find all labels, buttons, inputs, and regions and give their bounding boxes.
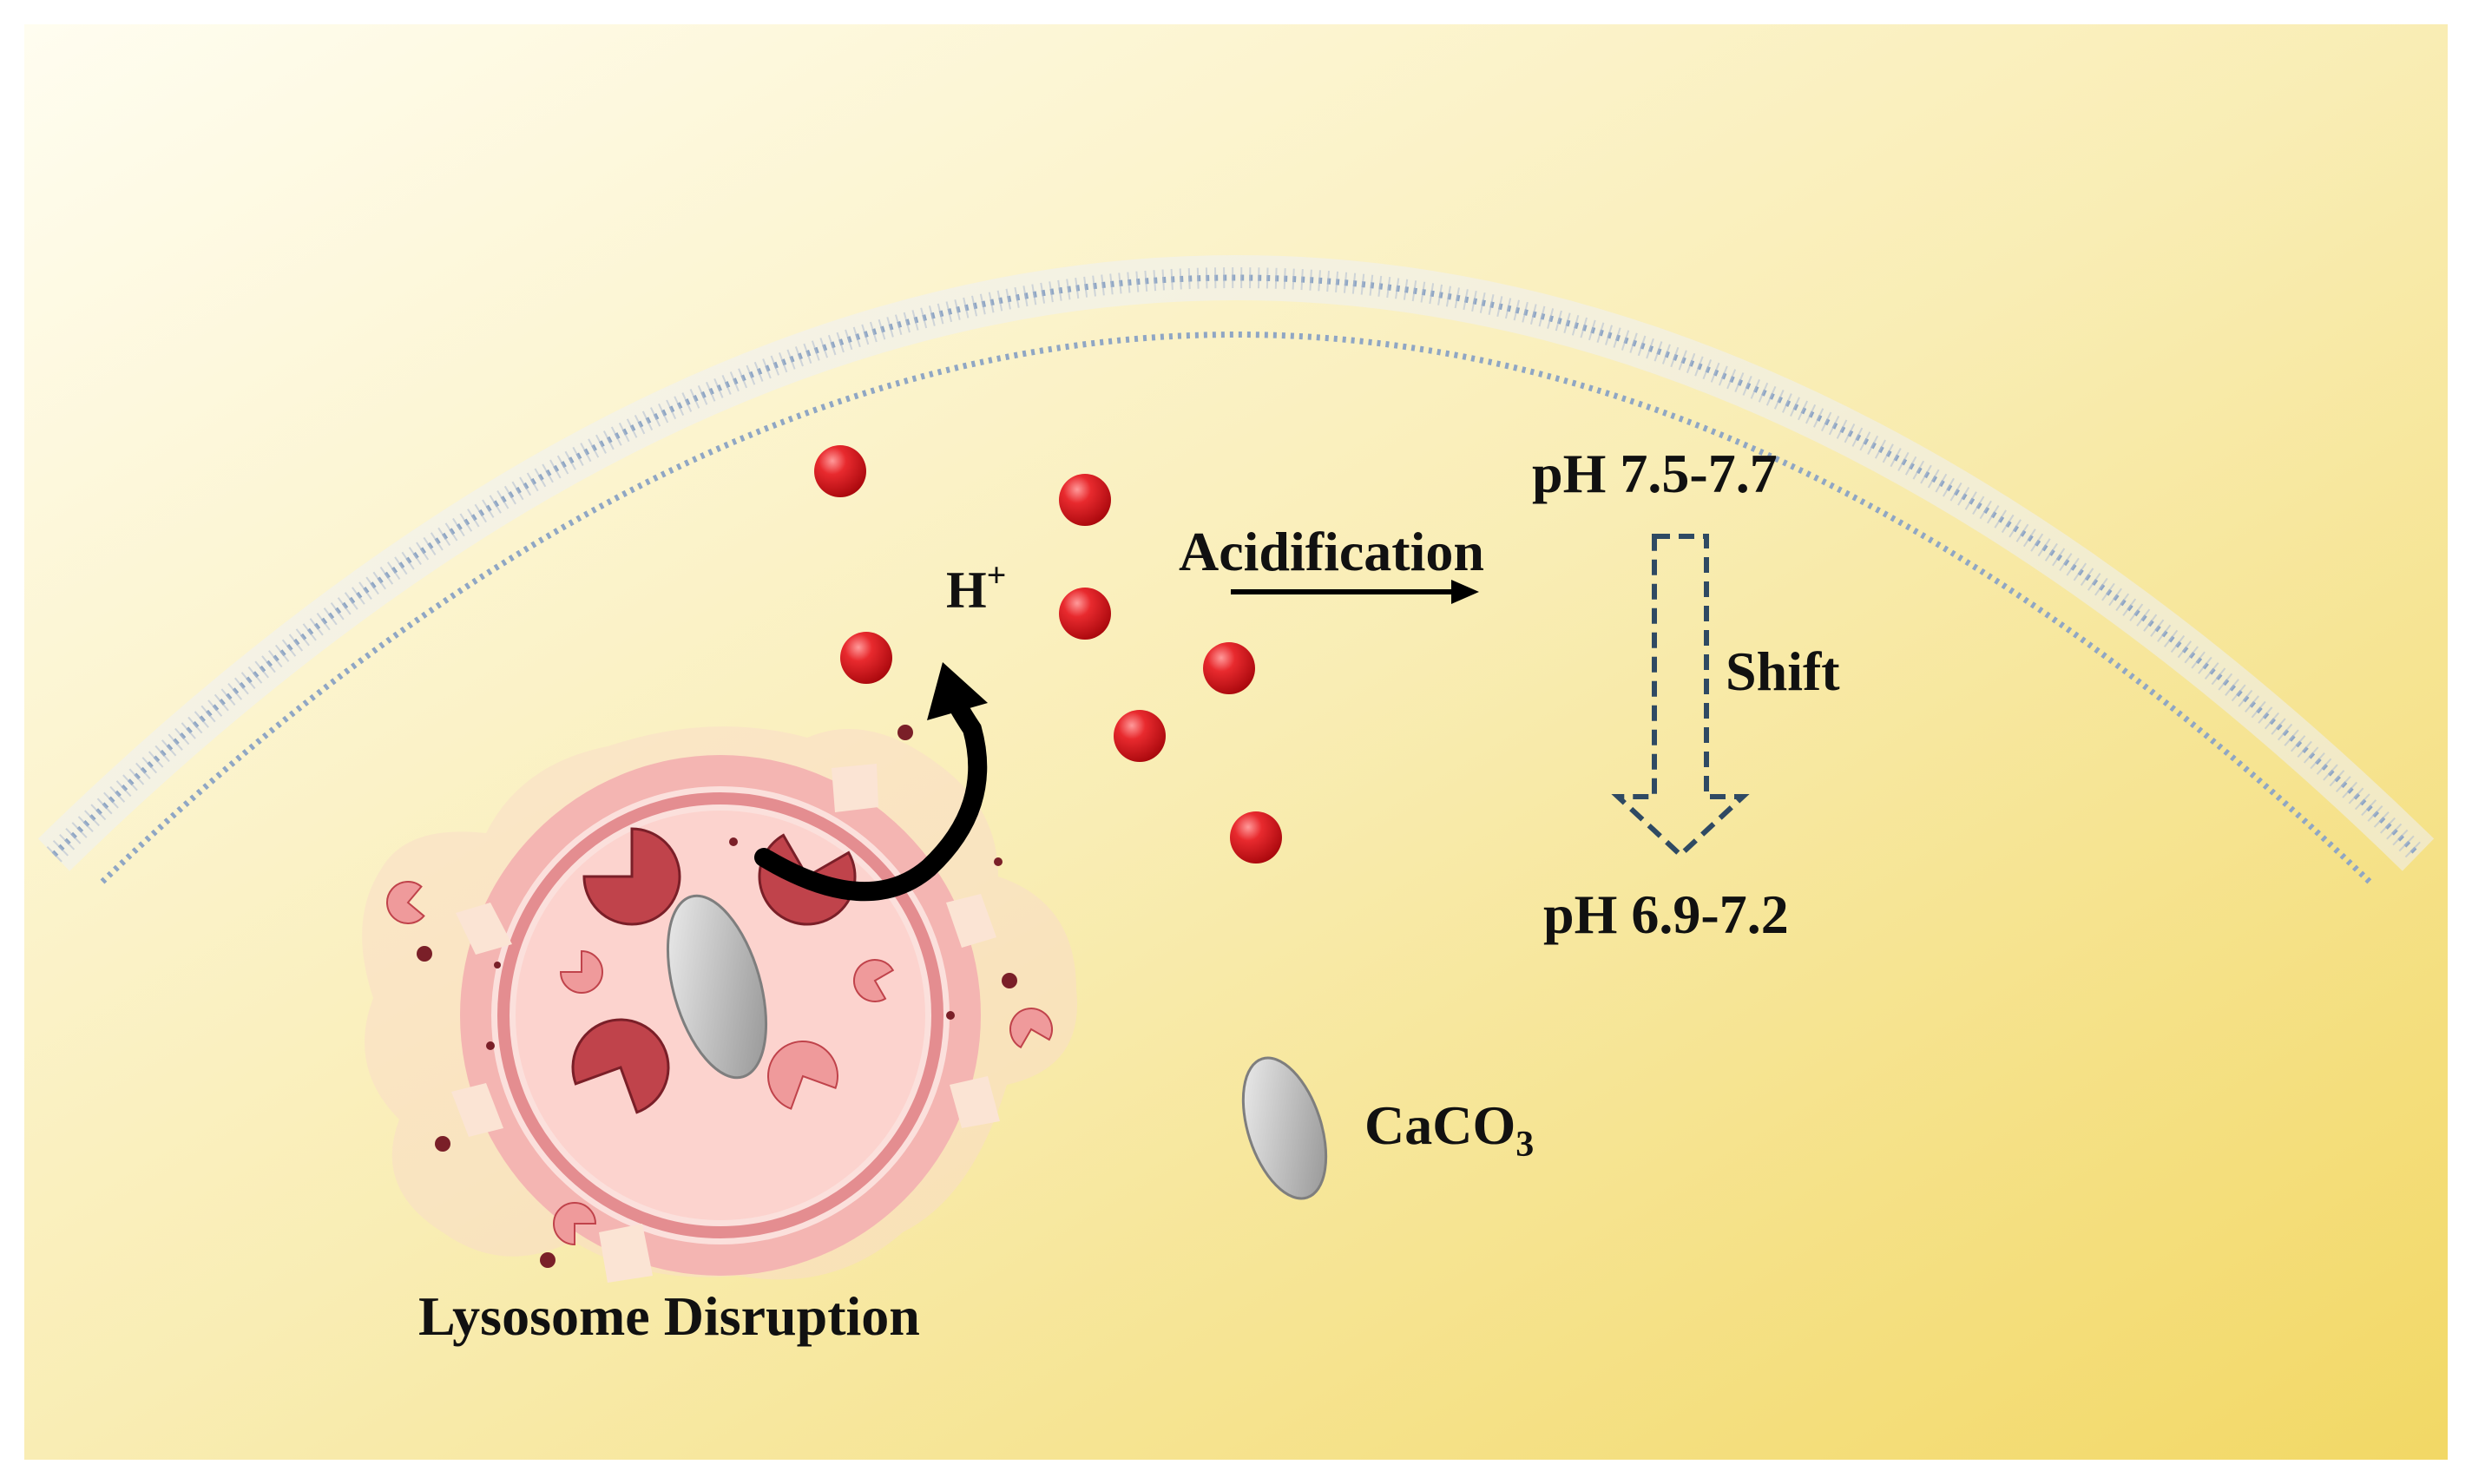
enzyme-icon xyxy=(1009,1008,1053,1049)
proton-ball xyxy=(1203,642,1255,694)
caco3-label: CaCO3 xyxy=(1364,1094,1534,1165)
acidification-arrow-icon xyxy=(1231,580,1479,604)
enzymes-light xyxy=(386,881,1053,1246)
shift-label: Shift xyxy=(1726,640,1840,702)
enzyme-icon xyxy=(582,827,681,926)
ph-before-label: pH 7.5-7.7 xyxy=(1532,443,1778,504)
proton-ions xyxy=(814,445,1282,863)
proton-label: H+ xyxy=(946,555,1006,619)
proton-ball xyxy=(814,445,866,497)
cell-membrane xyxy=(37,255,2435,884)
enzyme-icon xyxy=(767,1041,838,1110)
enzyme-icon xyxy=(559,949,603,994)
acidification-label: Acidification xyxy=(1179,521,1484,582)
lysosome-inner-ring xyxy=(497,792,943,1238)
shift-arrow-icon xyxy=(1611,534,1750,859)
proton-ball xyxy=(1059,474,1111,526)
proton-ball xyxy=(1114,710,1166,762)
proton-charge: + xyxy=(987,555,1007,594)
lysosome-caption: Lysosome Disruption xyxy=(418,1285,920,1347)
caco3-subscript: 3 xyxy=(1515,1125,1534,1165)
release-arrow-icon xyxy=(754,662,988,902)
enzyme-icon xyxy=(553,1202,597,1246)
membrane-breaks xyxy=(451,764,1000,1283)
enzyme-icon xyxy=(386,881,425,924)
lysosome-debris xyxy=(417,725,1017,1268)
enzyme-icon xyxy=(571,1018,670,1114)
caco3-legend-icon xyxy=(1241,1056,1328,1200)
proton-ball xyxy=(840,632,892,684)
proton-ball xyxy=(1059,588,1111,640)
background xyxy=(24,24,2448,1460)
proton-ball xyxy=(1230,811,1282,863)
enzyme-icon xyxy=(853,959,895,1002)
ph-after-label: pH 6.9-7.2 xyxy=(1543,883,1789,945)
caco3-particle-icon xyxy=(666,894,768,1080)
